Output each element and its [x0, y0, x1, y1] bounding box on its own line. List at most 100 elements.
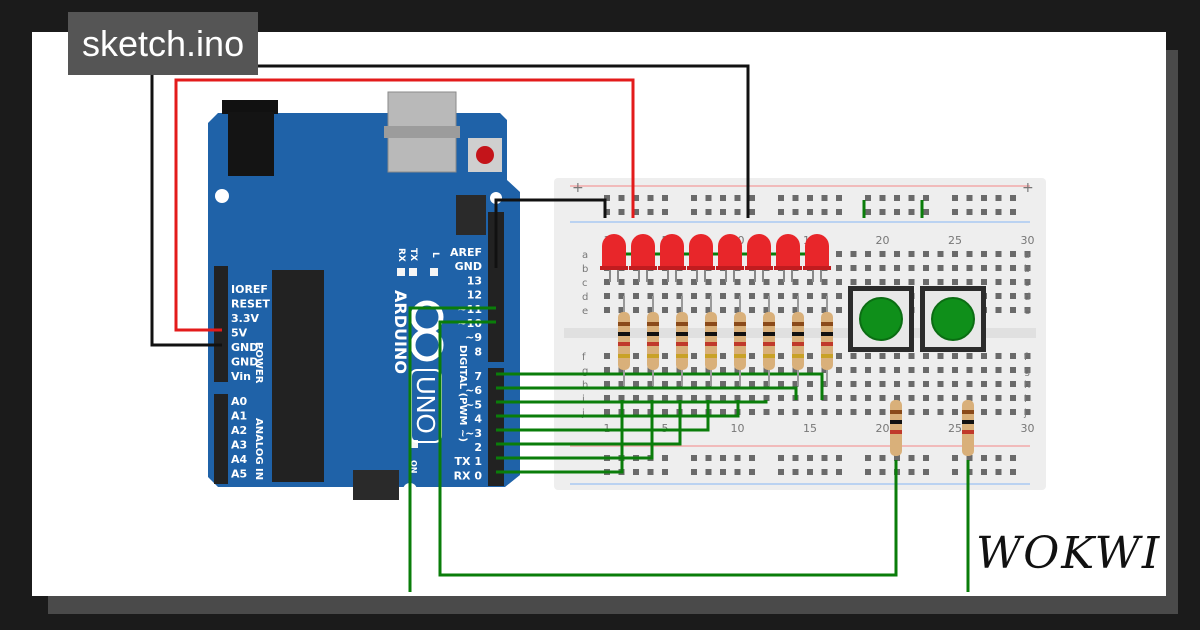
pin-label: ~3 [465, 427, 482, 440]
led[interactable] [745, 234, 773, 282]
rail-plus-label: + [572, 180, 584, 196]
pin-label: GND [231, 356, 258, 369]
pin-label: 13 [467, 274, 482, 287]
pin-label: A4 [231, 453, 248, 466]
wire-5v [174, 78, 635, 332]
power-header-title: POWER [253, 342, 264, 384]
icsp-header-2 [353, 470, 399, 500]
digital-header-high [488, 212, 504, 362]
column-number: 20 [876, 234, 890, 247]
pin-label: 2 [474, 441, 482, 454]
row-label: e [582, 306, 588, 317]
wire-d10 [438, 320, 898, 577]
pin-label: A1 [231, 410, 247, 423]
arduino-uno-board[interactable]: ARDUINO UNO ON TX RX L POWER ANALOG IN D… [208, 91, 520, 500]
wokwi-logo: WOKWI [976, 528, 1162, 579]
led-array[interactable] [600, 234, 831, 282]
sketch-filename-tag[interactable]: sketch.ino [68, 12, 259, 75]
dc-jack [222, 100, 278, 114]
row-label: a [582, 250, 588, 261]
row-label: f [582, 352, 586, 363]
row-label: g [582, 366, 588, 377]
pushbutton-1[interactable] [848, 286, 914, 352]
pin-label: GND [455, 260, 482, 273]
row-label: j [581, 408, 585, 419]
row-label: j [1023, 408, 1027, 419]
resistor[interactable] [676, 296, 688, 386]
resistor[interactable] [705, 296, 717, 386]
icsp-header [456, 195, 486, 235]
wire-d0 [496, 400, 624, 474]
arduino-l-label: L [430, 252, 440, 258]
pulldown-resistor-2[interactable] [962, 400, 974, 456]
resistor[interactable] [618, 296, 630, 386]
resistor[interactable] [647, 296, 659, 386]
wire-gnd-2 [494, 198, 607, 268]
wire-d11 [408, 306, 496, 592]
analog-header [214, 394, 228, 484]
pin-label: 7 [474, 370, 482, 383]
digital-header-low [488, 368, 504, 486]
pin-label: A0 [231, 395, 248, 408]
column-number: 30 [1021, 422, 1035, 435]
wire-d3 [496, 400, 710, 432]
led[interactable] [600, 234, 628, 282]
column-number: 20 [876, 422, 890, 435]
led[interactable] [716, 234, 744, 282]
wire-d7 [496, 372, 824, 400]
pin-label: 4 [474, 413, 482, 426]
pin-label: RX 0 [454, 469, 483, 482]
resistor[interactable] [734, 296, 746, 386]
analog-header-title: ANALOG IN [253, 418, 264, 480]
atmega-chip [272, 270, 324, 482]
pin-label: GND [231, 341, 258, 354]
resistor[interactable] [792, 296, 804, 386]
arduino-rx-label: RX [396, 248, 406, 262]
digital-header-title: DIGITAL (PWM ~) [457, 345, 468, 442]
pulldown-resistor-1[interactable] [890, 400, 902, 456]
arduino-tx-label: TX [408, 248, 418, 261]
led[interactable] [803, 234, 831, 282]
resistor-array[interactable] [618, 296, 833, 386]
resistor[interactable] [763, 296, 775, 386]
pushbutton-2[interactable] [920, 286, 986, 352]
pin-label: A3 [231, 439, 247, 452]
row-label: c [1024, 278, 1030, 289]
wire-d2 [496, 400, 682, 446]
pin-label: ~5 [465, 398, 482, 411]
row-label: c [582, 278, 588, 289]
pin-label: ~6 [465, 384, 482, 397]
led[interactable] [687, 234, 715, 282]
row-label: a [1024, 250, 1030, 261]
wires[interactable] [150, 64, 970, 592]
pin-label: 12 [467, 289, 482, 302]
row-label: h [1024, 380, 1030, 391]
row-label: i [1024, 394, 1027, 405]
arduino-brand-label: ARDUINO [391, 290, 410, 374]
pin-label: Vin [231, 370, 251, 383]
pin-label: 3.3V [231, 312, 259, 325]
power-header [214, 266, 228, 382]
row-label: g [1024, 366, 1030, 377]
pin-label: IOREF [231, 283, 268, 296]
row-label: d [1024, 292, 1030, 303]
rail-plus-label-right: + [1022, 180, 1034, 196]
row-label: f [1024, 352, 1028, 363]
column-number: 30 [1021, 234, 1035, 247]
pin-label: A2 [231, 424, 247, 437]
row-label: e [1024, 306, 1030, 317]
pin-label: 8 [474, 345, 482, 358]
wire-d6 [496, 386, 798, 400]
row-label: h [582, 380, 588, 391]
led[interactable] [658, 234, 686, 282]
resistor[interactable] [821, 296, 833, 386]
wire-d4 [496, 400, 740, 418]
row-label: i [582, 394, 585, 405]
pin-label: TX 1 [455, 455, 482, 468]
led[interactable] [774, 234, 802, 282]
pin-label: A5 [231, 468, 247, 481]
led[interactable] [629, 234, 657, 282]
row-label: d [582, 292, 588, 303]
column-number: 15 [803, 422, 817, 435]
